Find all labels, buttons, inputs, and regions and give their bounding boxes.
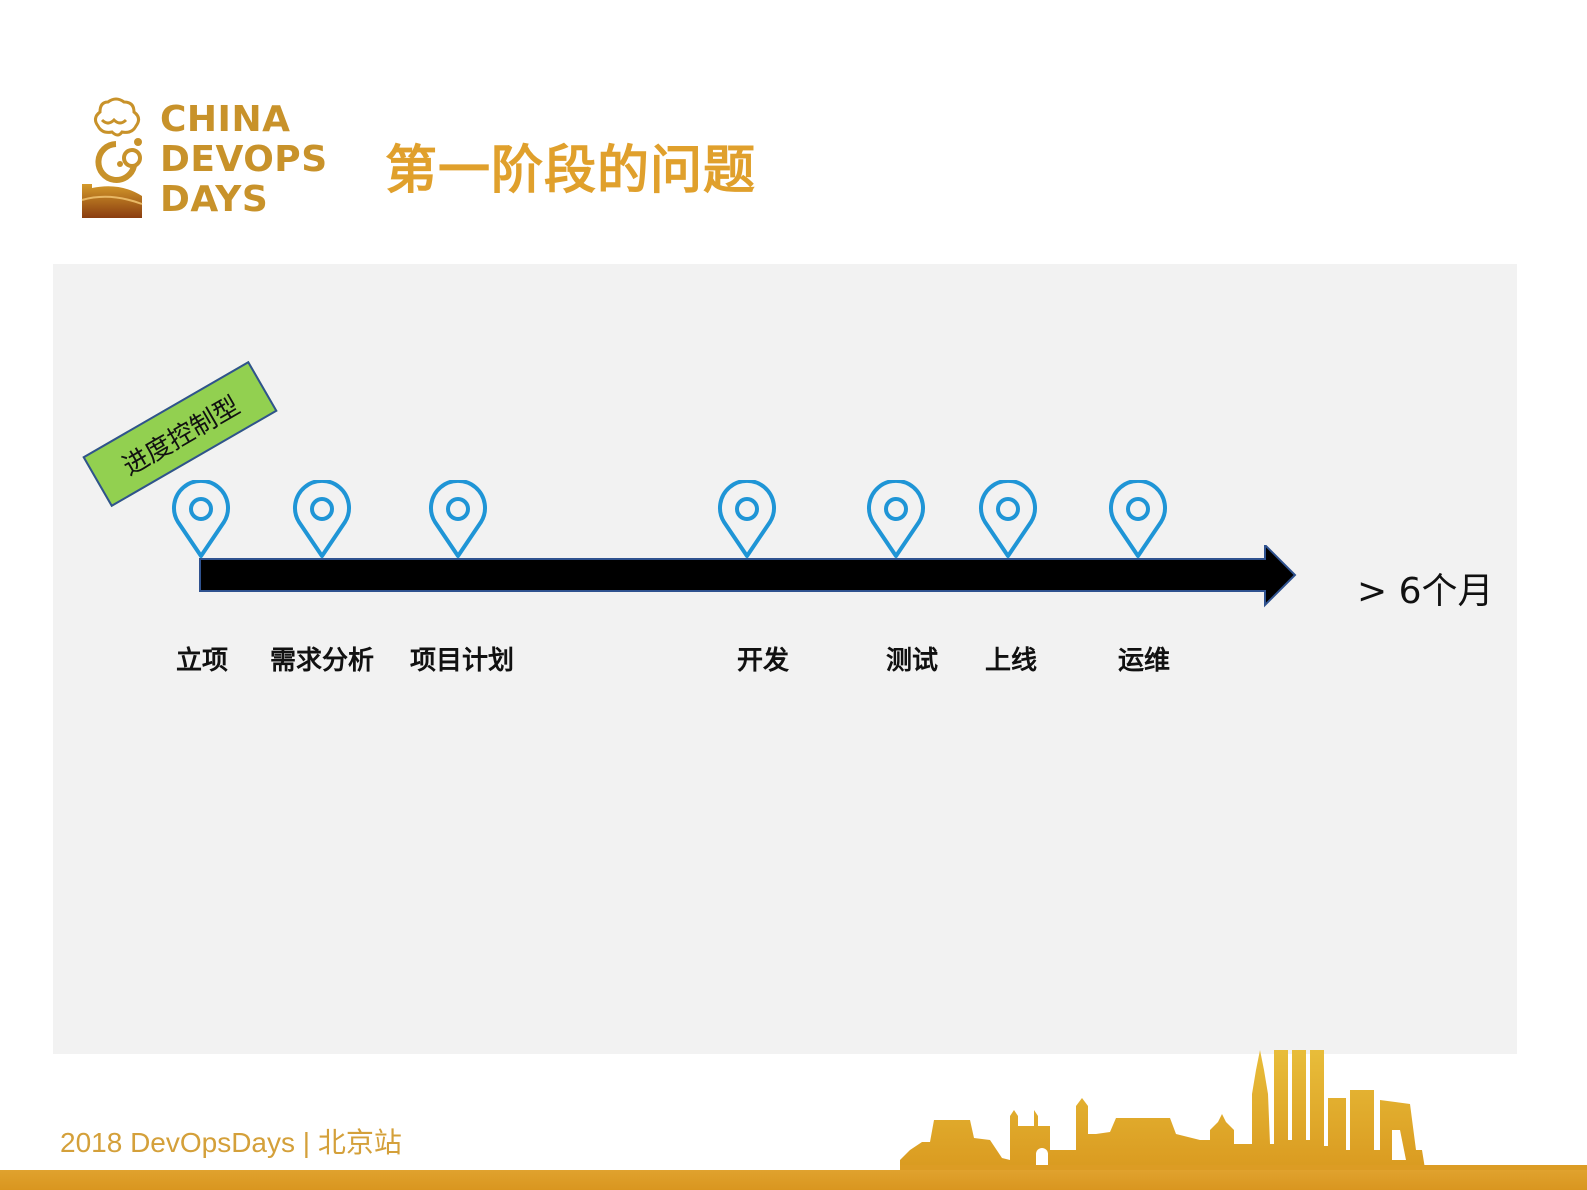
beijing-skyline-icon xyxy=(900,1050,1426,1175)
milestone-label-planning: 项目计划 xyxy=(410,646,515,676)
timeline-arrow xyxy=(199,545,1297,608)
logo-line-china: CHINA xyxy=(160,99,291,140)
content-panel xyxy=(53,264,1517,1054)
logo-wordmark: CHINA DEVOPS DAYS xyxy=(160,100,328,220)
milestone-label-operations: 运维 xyxy=(1118,646,1171,676)
devops-days-emblem-icon xyxy=(81,97,143,218)
milestone-label-requirements: 需求分析 xyxy=(270,646,375,676)
milestone-label-development: 开发 xyxy=(737,646,790,676)
skyline-base xyxy=(900,1165,1587,1173)
milestone-label-release: 上线 xyxy=(985,646,1038,676)
footer-bar xyxy=(0,1170,1587,1190)
slide-title: 第一阶段的问题 xyxy=(385,141,757,201)
logo xyxy=(80,96,320,221)
location-pin-icon xyxy=(979,480,1037,558)
location-pin-icon xyxy=(172,480,230,558)
location-pin-icon xyxy=(1109,480,1167,558)
logo-line-days: DAYS xyxy=(160,179,269,220)
milestone-label-testing: 测试 xyxy=(886,646,939,676)
location-pin-icon xyxy=(718,480,776,558)
duration-label: > 6个月 xyxy=(1357,571,1494,612)
location-pin-icon xyxy=(429,480,487,558)
milestone-label-initiation: 立项 xyxy=(176,646,229,676)
location-pin-icon xyxy=(293,480,351,558)
logo-line-devops: DEVOPS xyxy=(160,139,328,180)
footer-event-label: 2018 DevOpsDays | 北京站 xyxy=(60,1127,402,1158)
location-pin-icon xyxy=(867,480,925,558)
